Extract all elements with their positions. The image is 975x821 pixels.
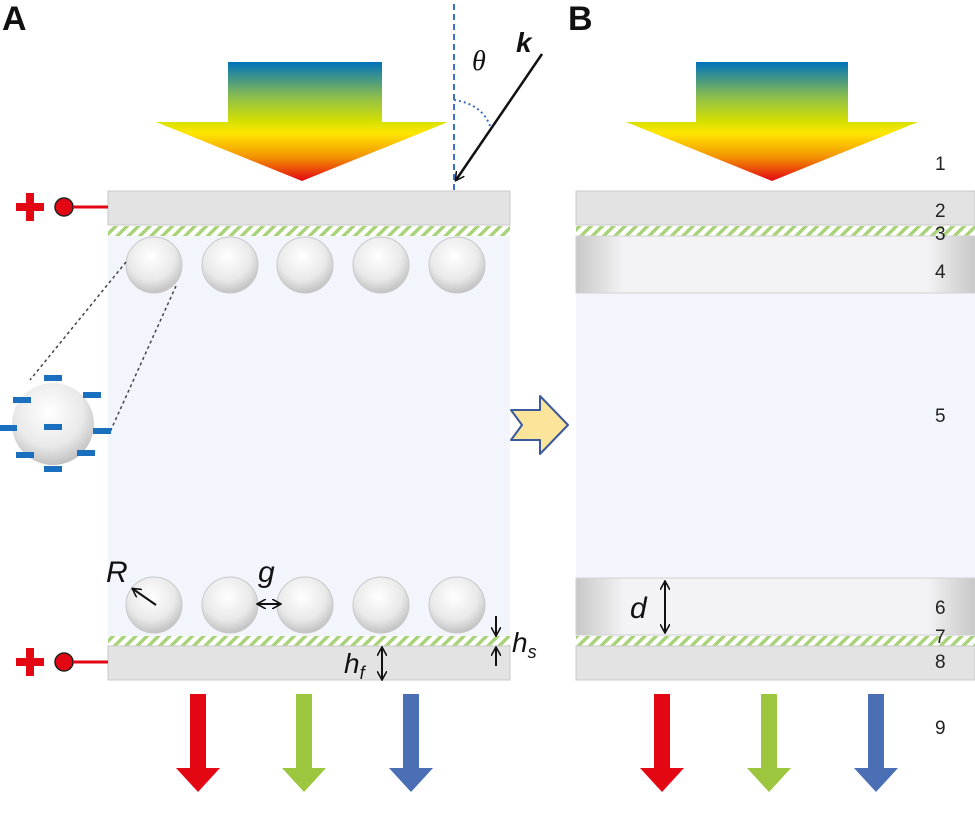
negative-charges xyxy=(0,375,111,472)
top-terminal xyxy=(16,193,108,221)
transition-arrow-icon xyxy=(510,395,569,455)
hs-symbol: hs xyxy=(512,627,537,662)
particle xyxy=(125,576,183,634)
charged-particle-inset xyxy=(0,375,111,472)
bottom-film-layer xyxy=(575,577,975,636)
bottom-hatch-layer-b xyxy=(576,636,975,646)
layer-label: 2 xyxy=(935,201,946,222)
layer-label: 1 xyxy=(935,154,946,175)
output-arrow-red-icon xyxy=(640,694,684,792)
zoom-guide-line xyxy=(29,261,127,381)
wavevector-symbol: k xyxy=(516,27,533,58)
panel-label-a: A xyxy=(2,0,27,38)
radius-symbol: R xyxy=(106,556,128,589)
layer-label: 3 xyxy=(935,224,946,245)
negative-charge-icon xyxy=(13,397,31,403)
output-arrow-red-icon xyxy=(176,694,220,792)
particle xyxy=(428,236,486,294)
output-arrow-blue-icon xyxy=(854,694,898,792)
radius-arrow-icon xyxy=(133,589,157,606)
top-electrode xyxy=(107,190,511,226)
layer-label: 7 xyxy=(935,627,946,648)
output-arrow-blue-icon xyxy=(389,694,433,792)
particle xyxy=(428,576,486,634)
negative-charge-icon xyxy=(44,375,62,381)
output-arrow-green-icon xyxy=(747,694,791,792)
top-film-layer xyxy=(575,235,975,294)
layer-label: 5 xyxy=(935,406,946,427)
layer-label: 8 xyxy=(935,652,946,673)
angle-arc xyxy=(453,99,491,127)
wavevector-arrow-icon xyxy=(456,53,544,180)
incident-light-arrow-b-icon xyxy=(626,62,918,181)
hf-symbol: hf xyxy=(344,648,367,683)
particle xyxy=(276,236,334,294)
layer-label: 4 xyxy=(935,262,946,283)
negative-charge-icon xyxy=(77,450,95,456)
particle xyxy=(352,576,410,634)
output-arrows-b xyxy=(640,694,898,792)
layer-label: 9 xyxy=(935,718,946,739)
particle xyxy=(201,236,259,294)
negative-charge-icon xyxy=(16,452,34,458)
cell-fluid-b xyxy=(576,236,975,636)
bottom-electrode xyxy=(107,645,511,681)
top-electrode-b xyxy=(575,190,975,226)
particle xyxy=(352,236,410,294)
thickness-symbol: d xyxy=(630,592,648,625)
negative-charge-icon xyxy=(44,466,62,472)
theta-symbol: θ xyxy=(472,46,486,77)
negative-charge-icon xyxy=(83,392,101,398)
cell-fluid xyxy=(108,236,510,636)
negative-charge-icon xyxy=(93,428,111,434)
negative-charge-icon xyxy=(44,424,62,430)
panel-label-b: B xyxy=(568,0,593,38)
top-hatch-layer-b xyxy=(576,226,975,236)
zoom-guide-line xyxy=(109,285,177,433)
panel-b: d 1 2 3 4 5 6 7 8 9 xyxy=(575,62,975,792)
incident-light-arrow-icon xyxy=(156,62,448,181)
output-arrow-green-icon xyxy=(282,694,326,792)
output-arrows-a xyxy=(176,694,433,792)
particle-row-bottom xyxy=(125,576,486,634)
particle xyxy=(201,576,259,634)
particle xyxy=(276,576,334,634)
particle-row-top xyxy=(125,236,486,294)
panel-a: θ k xyxy=(0,4,544,792)
bottom-terminal xyxy=(16,648,108,676)
particle xyxy=(125,236,183,294)
gap-symbol: g xyxy=(258,556,275,589)
bottom-electrode-b xyxy=(575,645,975,681)
top-hatch-layer xyxy=(108,226,510,236)
bottom-hatch-layer xyxy=(108,636,510,646)
negative-charge-icon xyxy=(0,425,17,431)
layer-label: 6 xyxy=(935,598,946,619)
